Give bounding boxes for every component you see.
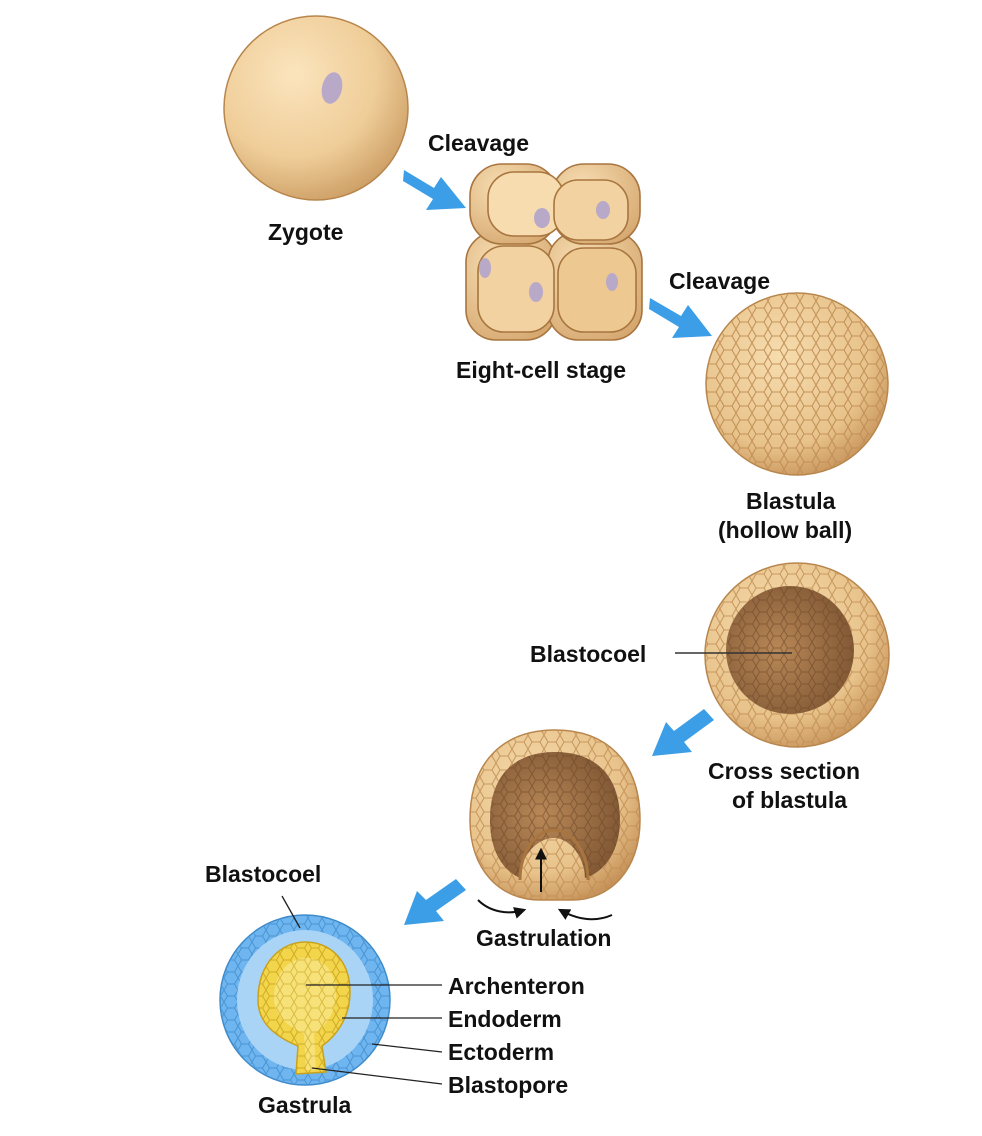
arrow-gastrulation-left xyxy=(477,899,527,919)
label-blastocoel-1: Blastocoel xyxy=(530,641,646,667)
label-zygote: Zygote xyxy=(268,219,343,245)
arrow-cleavage-2 xyxy=(649,298,712,338)
label-hollow-ball: (hollow ball) xyxy=(718,517,852,543)
label-gastrulation: Gastrulation xyxy=(476,925,611,951)
label-blastopore: Blastopore xyxy=(448,1072,568,1098)
label-cleavage-1: Cleavage xyxy=(428,130,529,156)
blastula-cross-section xyxy=(704,562,890,748)
arrow-to-gastrulation xyxy=(652,709,714,756)
label-cleavage-2: Cleavage xyxy=(669,268,770,294)
arrow-gastrulation-right xyxy=(557,908,613,921)
gastrula xyxy=(219,914,391,1086)
leader-blastopore xyxy=(311,1067,443,1085)
arrow-to-gastrula xyxy=(404,879,466,925)
label-cross-section: Cross section xyxy=(708,758,860,784)
arrow-cleavage-1 xyxy=(403,170,466,210)
blastula xyxy=(705,292,889,476)
label-ectoderm: Ectoderm xyxy=(448,1039,554,1065)
zygote-cell xyxy=(223,15,409,201)
leader-blastocoel-2 xyxy=(281,895,301,929)
eight-cell-embryo xyxy=(465,163,643,341)
label-eight-cell-stage: Eight-cell stage xyxy=(456,357,626,383)
gastrulation-embryo xyxy=(469,729,641,901)
leader-ectoderm xyxy=(371,1043,443,1053)
eight-cell-nuclei xyxy=(479,201,618,302)
label-blastocoel-2: Blastocoel xyxy=(205,861,321,887)
label-gastrula: Gastrula xyxy=(258,1092,352,1118)
label-endoderm: Endoderm xyxy=(448,1006,562,1032)
label-of-blastula: of blastula xyxy=(732,787,847,813)
label-blastula: Blastula xyxy=(746,488,836,514)
label-archenteron: Archenteron xyxy=(448,973,585,999)
zygote-nucleus xyxy=(321,72,343,104)
